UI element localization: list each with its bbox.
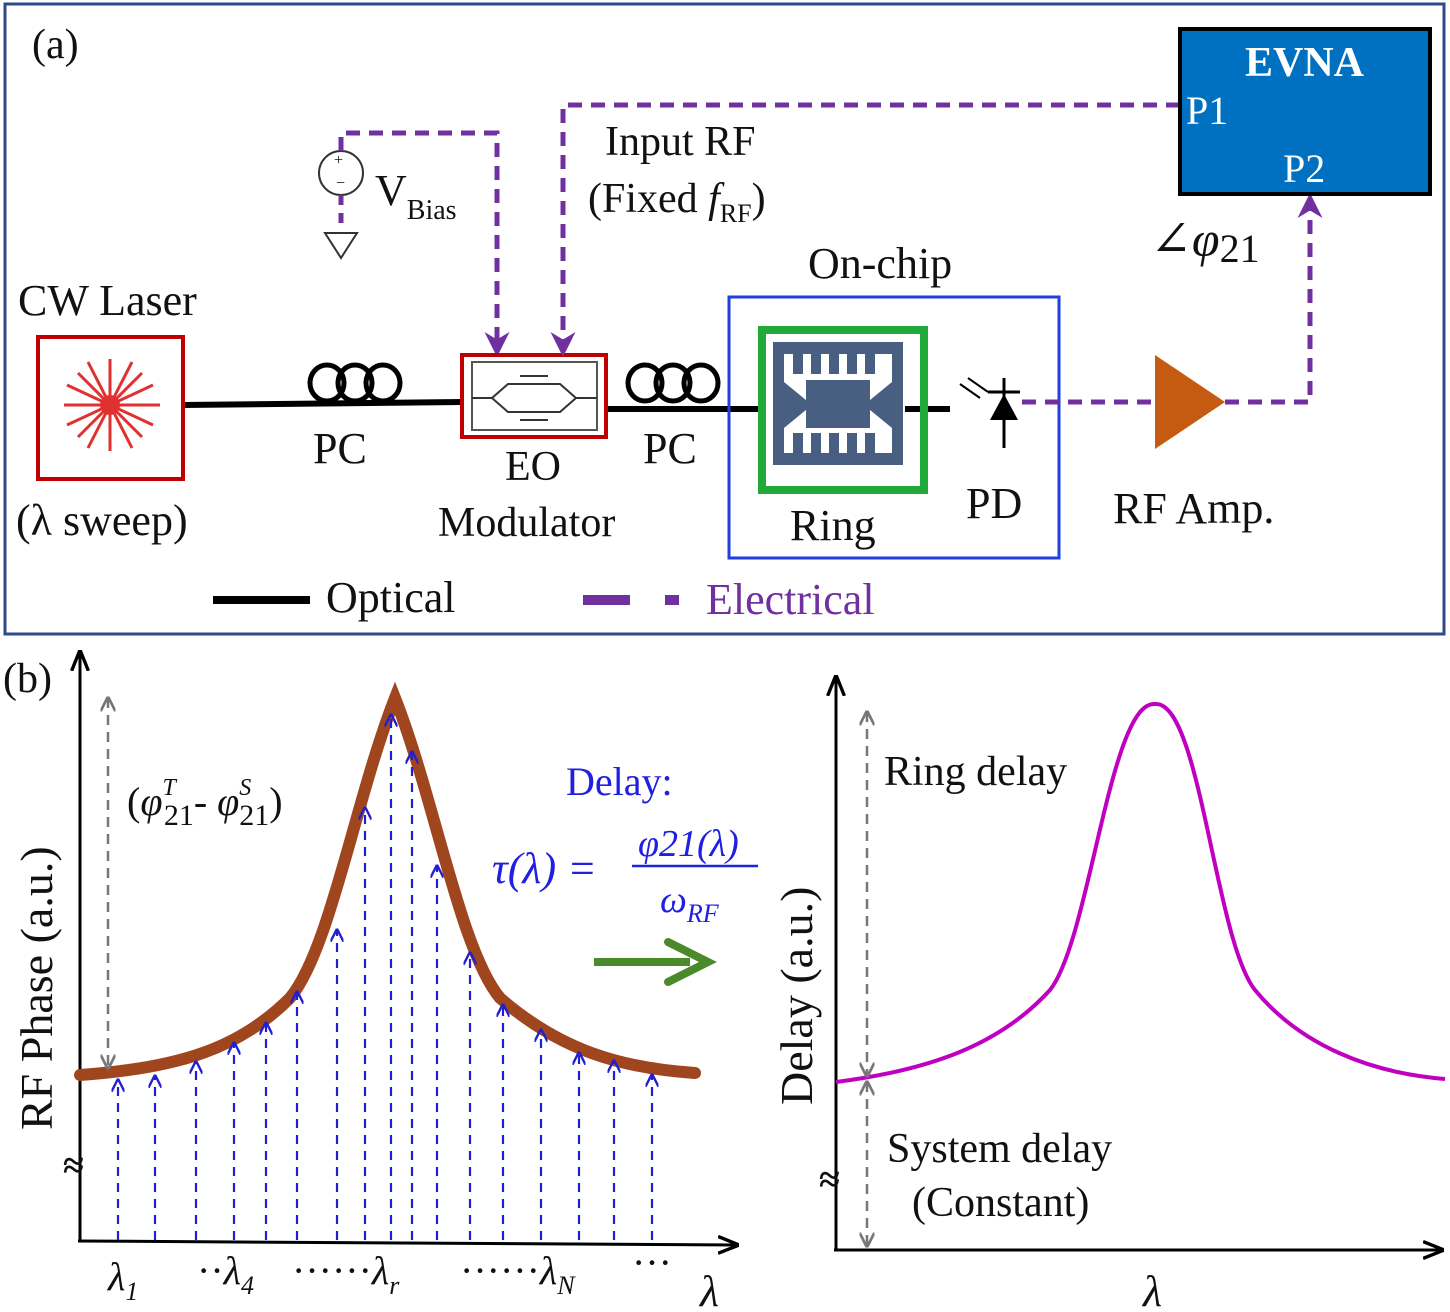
panel-a-label: (a) [32,22,79,68]
x-tick-lambda-n: ······λN [460,1248,576,1300]
ring-label: Ring [790,501,876,550]
svg-text:+: + [334,152,343,169]
onchip-box [727,295,1061,560]
amp-evna-line [1225,193,1323,405]
x-tick-trailing-dots: ··· [632,1240,672,1285]
right-y-label: Delay (a.u.) [771,887,822,1105]
sample-arrows [118,715,652,1240]
evna-title: EVNA [1245,40,1365,86]
photodiode-icon [959,377,1020,448]
bias-label: VBias [375,166,457,226]
onchip-label: On-chip [808,239,952,288]
pc-coil-icon-2 [625,362,721,404]
pc-coil-icon-1 [307,362,403,404]
phase-curve [74,681,701,1081]
laser-label: CW Laser [18,276,197,325]
pd-label: PD [966,479,1022,528]
svg-text:−: − [336,175,345,192]
x-tick-lambda-4: ··λ4 [197,1248,254,1300]
tau-denominator: ωRF [660,879,720,928]
bias-line [338,130,510,357]
modulator-label-1: EO [505,444,561,490]
modulator-label-2: Modulator [438,500,615,546]
legend-optical-label: Optical [326,573,456,622]
right-x-label: λ [1141,1267,1162,1312]
laser-sweep-label: (λ sweep) [16,496,188,545]
left-x-axis [77,1241,737,1245]
panel-b-label: (b) [3,656,52,702]
pc-label-1: PC [313,424,367,473]
legend-electrical-label: Electrical [706,575,875,624]
delay-curve [835,701,1446,1084]
right-axis-break: ≈ [819,1159,840,1201]
rf-amp-icon [1155,355,1225,449]
optical-fiber-1 [182,399,463,408]
panel-a-frame [3,2,1446,636]
left-axis-break: ≈ [63,1145,84,1187]
x-tick-lambda-r: ······λr [292,1248,400,1300]
chip-icon [773,342,903,465]
eo-modulator-icon [460,353,608,439]
laser-icon [36,335,185,481]
bias-source-icon: + − [318,150,364,260]
input-rf-label-2: (Fixed fRF) [588,176,766,228]
pc-label-2: PC [643,424,697,473]
evna-box [1178,27,1432,196]
left-x-label: λ [698,1267,719,1312]
green-arrow-icon [594,938,717,986]
rf-amp-label: RF Amp. [1113,484,1274,533]
ring-frame [758,326,928,494]
evna-p1: P1 [1186,88,1228,133]
tau-numerator: φ21(λ) [638,823,739,865]
left-y-label: RF Phase (a.u.) [11,846,62,1130]
evna-p2: P2 [1283,146,1325,191]
system-delay-label-2: (Constant) [912,1180,1089,1226]
input-rf-label-1: Input RF [605,119,756,165]
x-tick-lambda-1: λ1 [107,1254,138,1306]
tau-lhs: τ(λ) = [492,844,597,893]
delay-title: Delay: [566,759,673,804]
phase-angle-label: ∠φ21 [1150,211,1260,271]
system-delay-label-1: System delay [887,1126,1112,1172]
ring-delay-label: Ring delay [884,749,1067,795]
